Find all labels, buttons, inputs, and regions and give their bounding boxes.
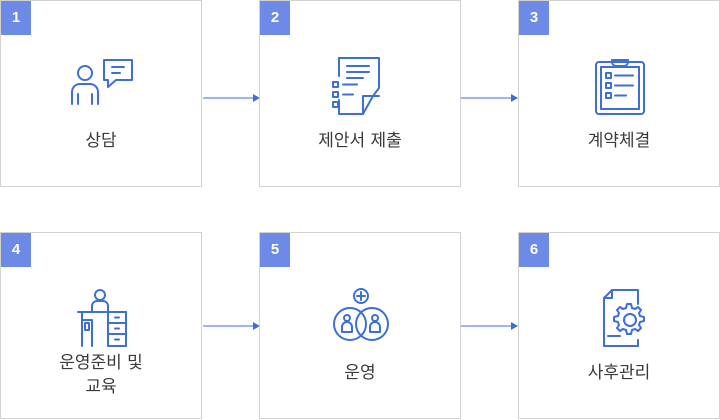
proposal-document-icon (327, 56, 395, 116)
step-label: 사후관리 (587, 363, 651, 383)
step-label: 운영 (344, 363, 376, 383)
step-4-box: 4 운영준비 및 교육 (0, 232, 202, 419)
consultation-icon (68, 56, 136, 116)
step-2-box: 2 제안서 제출 (259, 0, 461, 187)
gear-maintenance-icon (586, 288, 654, 348)
step-label: 운영준비 및 교육 (59, 353, 143, 397)
flow-arrow-2-3 (461, 92, 519, 104)
step-6-box: 6 사후관리 (518, 232, 720, 419)
flow-arrow-1-2 (203, 92, 261, 104)
step-3-box: 3 계약체결 (518, 0, 720, 187)
step-1-box: 1 상담 (0, 0, 202, 187)
step-label: 상담 (85, 131, 117, 151)
step-number-badge: 1 (1, 1, 31, 35)
step-number-badge: 2 (260, 1, 290, 35)
step-number-badge: 3 (519, 1, 549, 35)
step-5-box: 5 운영 (259, 232, 461, 419)
step-label: 계약체결 (587, 131, 651, 151)
clipboard-contract-icon (586, 56, 654, 116)
step-number-badge: 6 (519, 233, 549, 267)
desk-training-icon (68, 288, 136, 348)
step-number-badge: 4 (1, 233, 31, 267)
step-number-badge: 5 (260, 233, 290, 267)
step-label: 제안서 제출 (318, 131, 402, 151)
flow-arrow-4-5 (203, 320, 261, 332)
team-operation-icon (327, 288, 395, 348)
flow-arrow-5-6 (461, 320, 519, 332)
